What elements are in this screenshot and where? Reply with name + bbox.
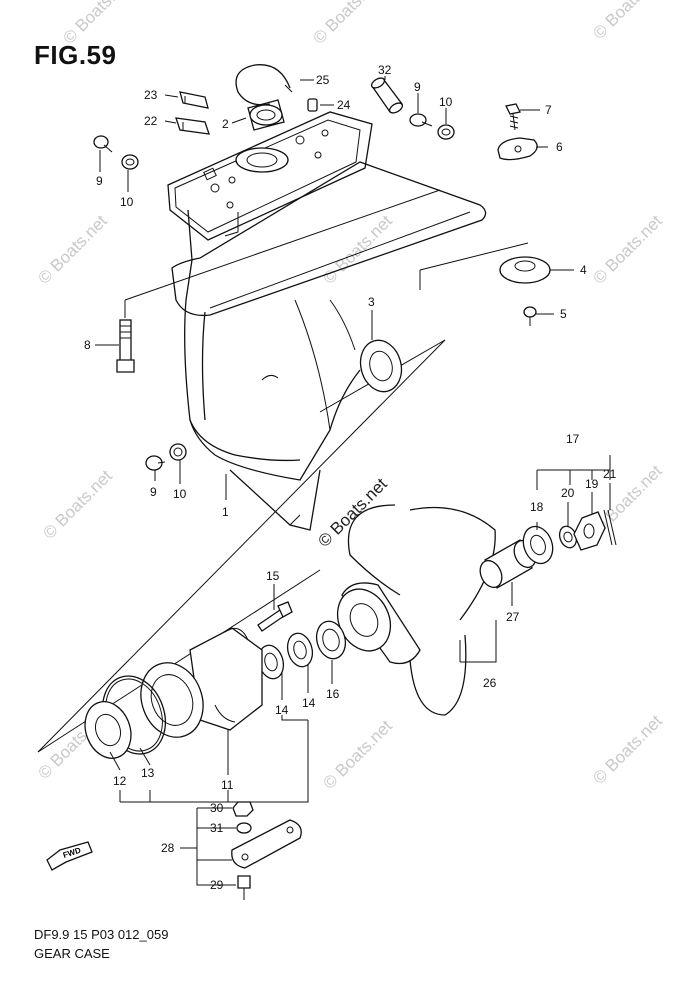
bearing-part-12 <box>84 701 132 759</box>
bolt-part-7 <box>505 103 521 131</box>
watermark: © Boats.net <box>314 474 391 551</box>
callout-25: 25 <box>316 73 330 87</box>
callout-numbers: 25 23 22 2 24 32 9 10 7 6 9 10 4 5 8 3 9… <box>84 63 617 892</box>
callout-32: 32 <box>378 63 392 77</box>
nut-part-30 <box>232 801 254 817</box>
cotter-pin-part-21 <box>603 509 617 546</box>
callout-13: 13 <box>141 766 155 780</box>
propshaft-housing-part-11 <box>140 627 263 738</box>
watermark: © Boats.net <box>59 0 136 48</box>
callout-4: 4 <box>580 263 587 277</box>
drawing-code: DF9.9 15 P03 012_059 <box>34 927 169 942</box>
callout-26: 26 <box>483 676 497 690</box>
sleeve-part-32 <box>370 77 404 114</box>
callout-2: 2 <box>222 117 229 131</box>
callout-1: 1 <box>222 505 229 519</box>
bearing-part-3 <box>359 339 403 393</box>
callout-24: 24 <box>337 98 351 112</box>
watermark: © Boats.net <box>39 466 116 543</box>
callout-11: 11 <box>221 778 234 792</box>
callout-28: 28 <box>161 841 175 855</box>
callout-7: 7 <box>545 103 552 117</box>
callout-20: 20 <box>561 486 575 500</box>
callout-9-middle: 9 <box>150 485 157 499</box>
callout-9-top: 9 <box>414 80 421 94</box>
watermark: © Boats.net <box>319 716 396 793</box>
bolt-part-8 <box>116 319 135 373</box>
section-name: GEAR CASE <box>34 946 110 961</box>
grommet-part-10-top <box>437 124 455 140</box>
key-part-23 <box>179 91 209 109</box>
seal-part-16 <box>315 620 347 660</box>
callout-15: 15 <box>266 569 280 583</box>
watermark: © Boats.net <box>309 0 386 48</box>
nut-part-19 <box>573 511 606 551</box>
callout-29: 29 <box>210 878 224 892</box>
bolt-part-9-top <box>409 113 433 127</box>
callout-10-top: 10 <box>439 95 453 109</box>
watermark: © Boats.net <box>319 211 396 288</box>
callout-19: 19 <box>585 477 599 491</box>
callout-14-a: 14 <box>275 703 289 717</box>
washer-part-18 <box>522 525 554 565</box>
callout-17: 17 <box>566 432 580 446</box>
fwd-direction-icon: FWD <box>46 841 93 871</box>
callout-31: 31 <box>210 821 224 835</box>
key-part-22 <box>175 117 210 135</box>
bolt-part-15 <box>257 601 293 632</box>
callout-6: 6 <box>556 140 563 154</box>
callout-14-b: 14 <box>302 696 316 710</box>
callout-leaders <box>95 76 611 886</box>
callout-10-left: 10 <box>120 195 134 209</box>
bearing-part-2 <box>247 99 285 131</box>
callout-8: 8 <box>84 338 91 352</box>
trim-tab-part-4 <box>499 256 551 284</box>
watermark: © Boats.net <box>589 711 666 788</box>
callout-18: 18 <box>530 500 544 514</box>
callout-16: 16 <box>326 687 340 701</box>
bolt-part-29 <box>237 875 251 900</box>
pin-part-24 <box>307 98 318 112</box>
callout-9-left: 9 <box>96 174 103 188</box>
gear-case-top-plate <box>167 111 373 241</box>
figure-title: FIG.59 <box>34 40 117 70</box>
callout-10-middle: 10 <box>173 487 187 501</box>
bolt-part-9-middle <box>145 455 166 471</box>
callout-12: 12 <box>113 774 127 788</box>
gear-case-housing <box>171 161 487 531</box>
seal-part-14-b <box>257 644 285 680</box>
watermark: © Boats.net <box>589 0 666 43</box>
watermark: © Boats.net <box>34 211 111 288</box>
washer-part-31 <box>236 822 252 834</box>
callout-5: 5 <box>560 307 567 321</box>
callout-23: 23 <box>144 88 158 102</box>
assembly-guide-lines <box>37 189 529 753</box>
plate-part-28 <box>231 819 302 869</box>
callout-30: 30 <box>210 801 224 815</box>
anode-part-6 <box>497 137 538 161</box>
callout-27: 27 <box>506 610 520 624</box>
propeller-part-26 <box>336 504 496 716</box>
grommet-part-10-middle <box>169 443 187 461</box>
seal-part-14-a <box>286 632 314 668</box>
grommet-part-10-left <box>121 154 139 170</box>
callout-22: 22 <box>144 114 158 128</box>
callout-3: 3 <box>368 295 375 309</box>
watermark: © Boats.net <box>589 211 666 288</box>
circlip-part-25 <box>235 64 293 106</box>
bolt-part-5 <box>523 306 537 326</box>
callout-21: 21 <box>603 467 617 481</box>
bolt-part-9-left <box>93 135 113 153</box>
